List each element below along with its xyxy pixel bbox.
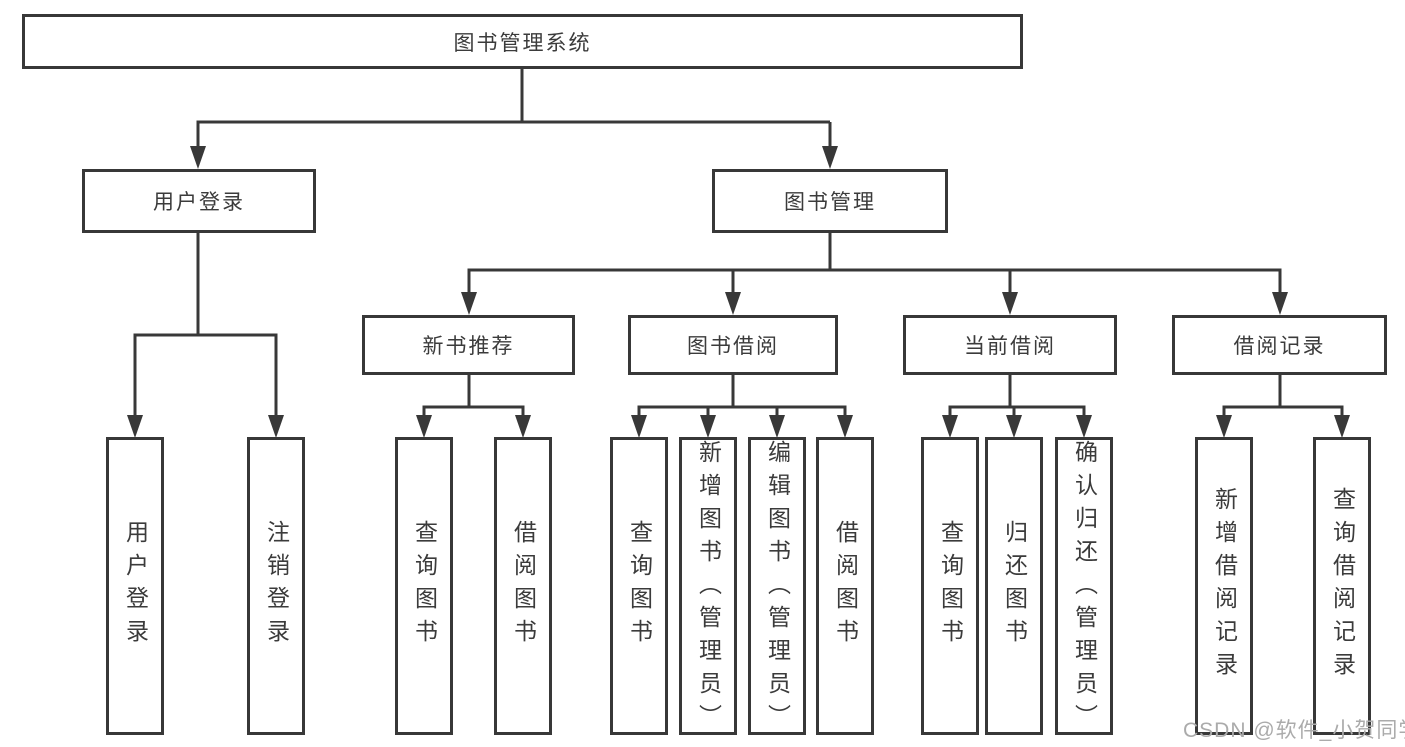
node-leaf-confirm-return-admin: 确认归还（管理员）	[1055, 437, 1113, 737]
node-leaf-user-login: 用户登录	[106, 437, 164, 735]
node-leaf-query-books-recommend: 查询图书	[395, 437, 453, 735]
csdn-watermark: CSDN @软件_小贺同学	[1183, 719, 1405, 742]
node-label: 查询图书	[937, 520, 964, 652]
node-leaf-query-books-borrow: 查询图书	[610, 437, 668, 735]
node-leaf-logout: 注销登录	[247, 437, 305, 735]
node-book-borrow: 图书借阅	[628, 315, 838, 375]
node-leaf-query-books-current: 查询图书	[921, 437, 979, 735]
node-label: 借阅图书	[510, 520, 537, 652]
node-leaf-add-book-admin: 新增图书（管理员）	[679, 437, 737, 737]
node-new-book-recommend: 新书推荐	[362, 315, 575, 375]
node-label: 查询借阅记录	[1329, 487, 1356, 685]
node-label: 图书借阅	[687, 335, 779, 358]
node-leaf-borrow-books: 借阅图书	[816, 437, 874, 735]
node-label: 注销登录	[263, 520, 290, 652]
node-label: 查询图书	[411, 520, 438, 652]
node-label: 新增借阅记录	[1211, 487, 1238, 685]
node-label: 查询图书	[626, 520, 653, 652]
node-label: 新书推荐	[422, 335, 515, 358]
node-label: 借阅图书	[832, 520, 859, 652]
node-label: 图书管理	[784, 191, 876, 214]
node-book-management: 图书管理	[712, 169, 948, 233]
node-label: 用户登录	[153, 191, 245, 214]
node-leaf-borrow-books-recommend: 借阅图书	[494, 437, 552, 735]
node-leaf-edit-book-admin: 编辑图书（管理员）	[748, 437, 806, 737]
node-label: 新增图书（管理员）	[695, 440, 722, 737]
node-root-library-system: 图书管理系统	[22, 14, 1023, 69]
node-leaf-add-borrow-record: 新增借阅记录	[1195, 437, 1253, 735]
node-borrow-records: 借阅记录	[1172, 315, 1387, 375]
node-leaf-query-borrow-record: 查询借阅记录	[1313, 437, 1371, 735]
node-label: 图书管理系统	[453, 31, 592, 55]
node-leaf-return-book: 归还图书	[985, 437, 1043, 735]
node-label: 编辑图书（管理员）	[764, 440, 791, 737]
node-label: 当前借阅	[964, 335, 1056, 358]
arrowhead-icons	[127, 146, 1350, 438]
node-label: 借阅记录	[1233, 335, 1326, 358]
node-current-borrow: 当前借阅	[903, 315, 1117, 375]
node-label: 用户登录	[122, 520, 149, 652]
node-label: 归还图书	[1001, 520, 1028, 652]
node-user-login: 用户登录	[82, 169, 316, 233]
node-label: 确认归还（管理员）	[1071, 440, 1098, 737]
